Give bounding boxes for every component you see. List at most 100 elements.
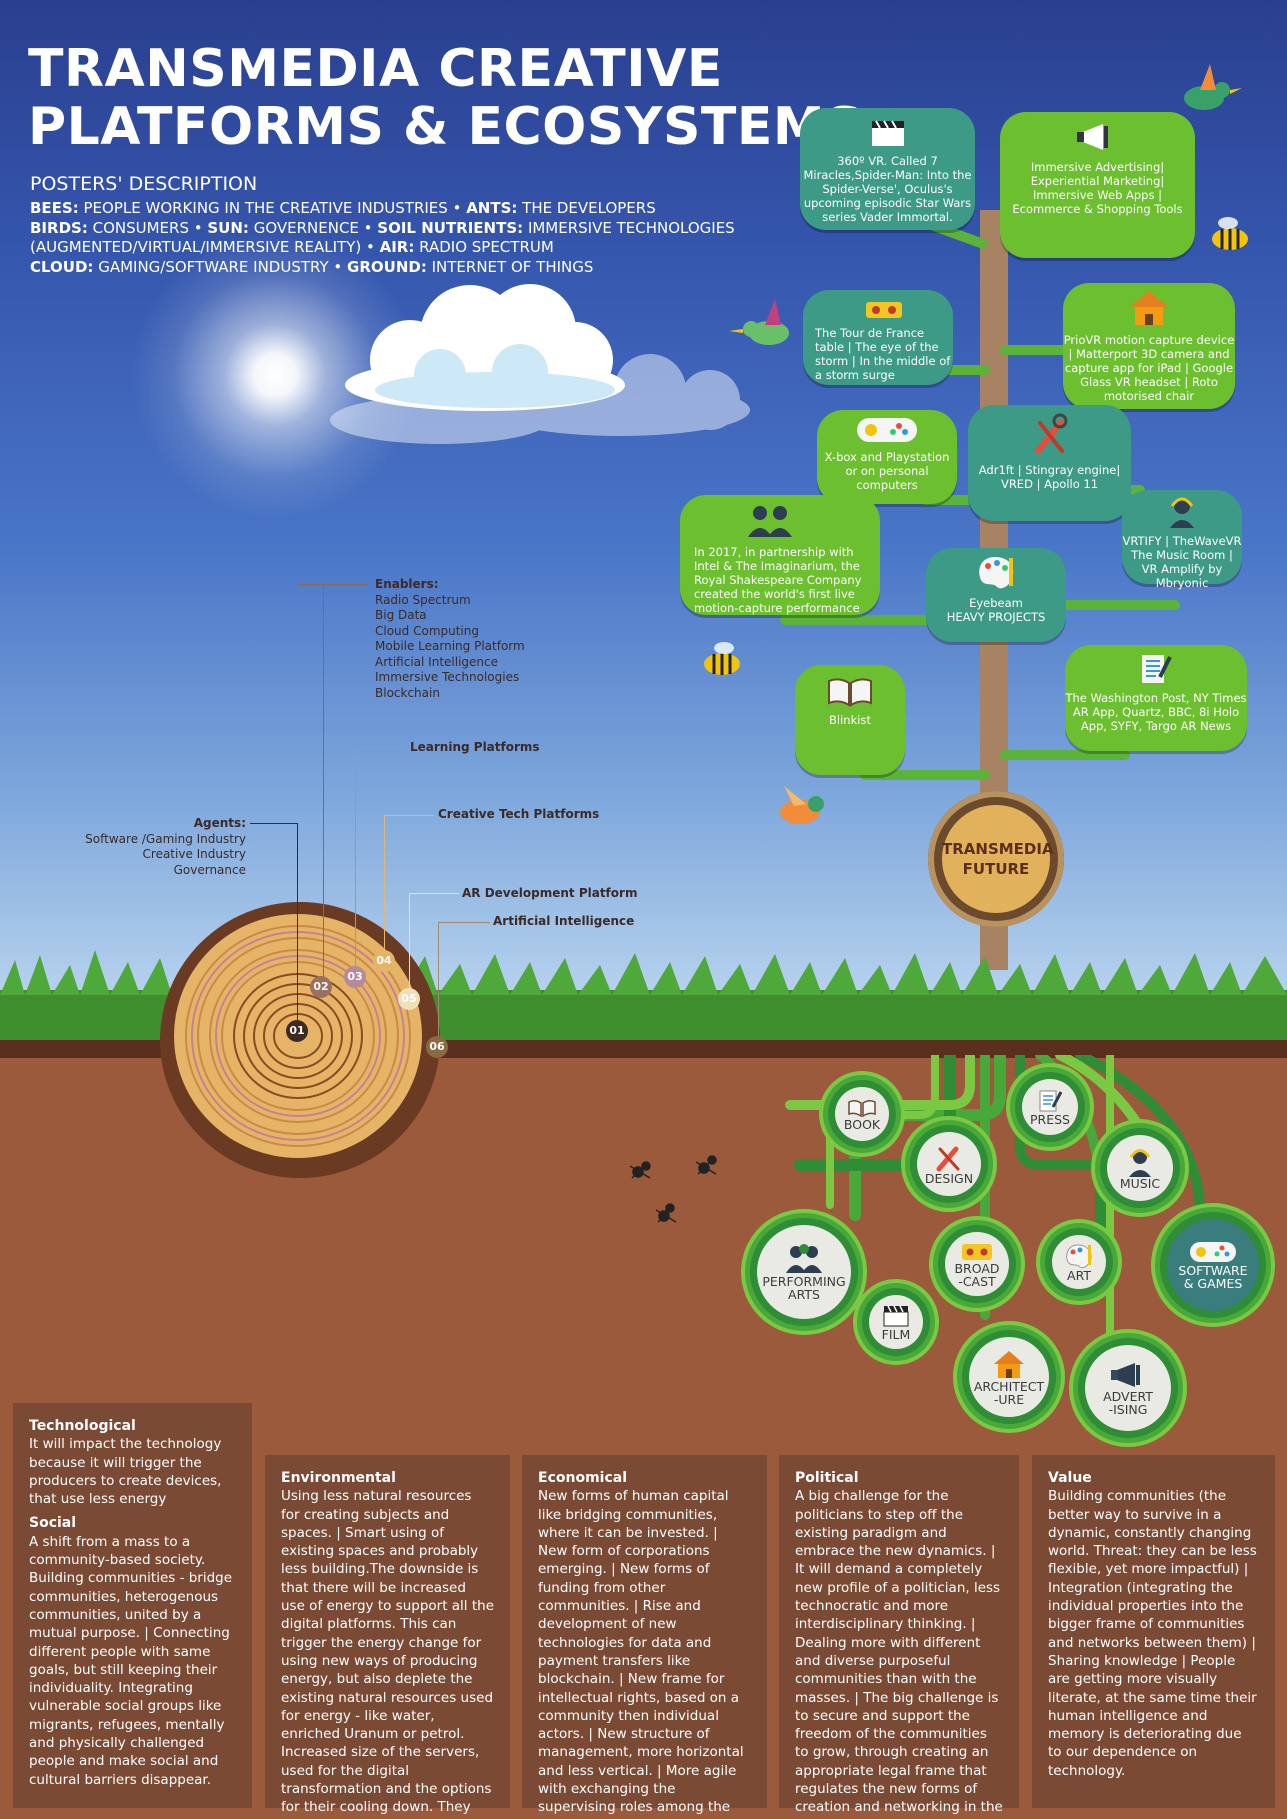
- description-line-2: BIRDS: CONSUMERS • SUN: GOVERNENCE • SOI…: [30, 218, 735, 237]
- bee-icon: [704, 642, 740, 675]
- panel-value: Value Building communities (the better w…: [1032, 1455, 1275, 1808]
- panel-title-technological: Technological: [29, 1418, 136, 1434]
- ring-badge-02: 02: [310, 976, 332, 998]
- leader-line: [438, 922, 440, 1052]
- clapperboard-icon: [883, 1305, 909, 1326]
- tools-icon: [1034, 413, 1067, 454]
- title-line-2: PLATFORMS & ECOSYSTEMS: [28, 97, 864, 157]
- megaphone-icon: [1111, 1363, 1140, 1387]
- description-line-3: (AUGMENTED/VIRTUAL/IMMERSIVE REALITY) • …: [30, 238, 554, 256]
- cloud-icon: [330, 284, 750, 444]
- root-art: ART: [1045, 1228, 1113, 1296]
- panel-title-value: Value: [1048, 1470, 1092, 1486]
- panel-political: Political A big challenge for the politi…: [779, 1455, 1019, 1819]
- leaf-card-rsc: In 2017, in partnership with Intel & The…: [680, 495, 880, 615]
- root-music: MUSIC: [1100, 1128, 1180, 1208]
- tree-branch: [920, 495, 990, 505]
- radio-icon: [962, 1244, 992, 1260]
- panel-title-economical: Economical: [538, 1470, 627, 1486]
- leader-line: [298, 584, 368, 586]
- leader-line: [297, 823, 299, 1033]
- newspaper-icon: [1039, 1090, 1063, 1111]
- leaf-card-advertising: Immersive Advertising| Experiential Mark…: [1000, 112, 1195, 258]
- paint-palette-icon: [1066, 1243, 1092, 1268]
- panel-title-political: Political: [795, 1470, 859, 1486]
- leader-line: [438, 922, 490, 924]
- people-group-icon: [748, 506, 792, 537]
- leaf-card-xbox: X-box and Playstation or on personal com…: [817, 410, 957, 504]
- poster-description: POSTERS' DESCRIPTION BEES: PEOPLE WORKIN…: [30, 173, 750, 277]
- leader-line: [409, 893, 459, 895]
- leader-line: [355, 747, 357, 970]
- bird-icon: [780, 786, 824, 824]
- ring-badge-01: 01: [286, 1020, 308, 1042]
- panel-economical: Economical New forms of human capital li…: [522, 1455, 767, 1819]
- leader-line: [384, 815, 434, 817]
- root-broadcast: BROAD-CAST: [938, 1225, 1016, 1303]
- description-heading: POSTERS' DESCRIPTION: [30, 173, 258, 195]
- panel-body-environmental: Using less natural resources for creatin…: [281, 1488, 495, 1819]
- house-icon: [994, 1351, 1024, 1378]
- root-press: PRESS: [1015, 1072, 1085, 1142]
- leaf-card-adr1ft: Adr1ft | Stingray engine| VRED | Apollo …: [968, 405, 1131, 521]
- radio-icon: [866, 302, 902, 318]
- leaf-card-eyebeam: Eyebeam HEAVY PROJECTS: [926, 548, 1066, 642]
- ring-badge-06: 06: [426, 1036, 448, 1058]
- tree-branch: [1000, 600, 1180, 610]
- leaf-card-washington: The Washington Post, NY Times AR App, Qu…: [1065, 645, 1247, 751]
- bee-icon: [1212, 217, 1248, 250]
- tree-branch: [780, 615, 990, 625]
- leaf-card-blinkist: Blinkist: [795, 665, 905, 775]
- tree-branch: [860, 770, 990, 780]
- paint-palette-icon: [979, 557, 1014, 589]
- panel-environmental: Environmental Using less natural resourc…: [265, 1455, 510, 1819]
- root-advertising: ADVERT-ISING: [1078, 1338, 1178, 1438]
- leaf-card-priovr: PrioVR motion capture device | Matterpor…: [1063, 283, 1235, 409]
- leaf-card-vr: 360º VR. Called 7 Miracles,Spider-Man: I…: [800, 108, 975, 230]
- tree-branch: [1000, 750, 1130, 760]
- newspaper-icon: [1142, 655, 1172, 683]
- panel-title-environmental: Environmental: [281, 1470, 396, 1486]
- people-group-icon: [786, 1244, 822, 1273]
- ring-badge-05: 05: [398, 988, 420, 1010]
- leader-line: [355, 747, 403, 749]
- panel-body-technological: It will impact the technology because it…: [29, 1436, 222, 1508]
- root-book: BOOK: [828, 1080, 896, 1148]
- bird-icon: [729, 299, 789, 345]
- leaf-card-tour: The Tour de France table | The eye of th…: [803, 290, 953, 385]
- open-book-icon: [848, 1099, 876, 1117]
- emblem-line-1: TRANSMEDIA: [942, 840, 1054, 858]
- page-title: TRANSMEDIA CREATIVE PLATFORMS & ECOSYSTE…: [28, 40, 863, 156]
- tree-branch: [930, 365, 990, 375]
- megaphone-icon: [1076, 124, 1108, 150]
- leader-line: [384, 815, 386, 960]
- description-line-1: BEES: PEOPLE WORKING IN THE CREATIVE IND…: [30, 199, 656, 217]
- leader-line: [323, 584, 325, 984]
- ring-badge-03: 03: [344, 966, 366, 988]
- ar-development-label: AR Development Platform: [462, 886, 638, 900]
- creative-tech-label: Creative Tech Platforms: [438, 807, 600, 821]
- leaf-card-vrtify: VRTIFY | TheWaveVR The Music Room | VR A…: [1122, 490, 1242, 590]
- user-headphones-icon: [1129, 1148, 1151, 1177]
- open-book-icon: [828, 678, 872, 707]
- game-controller-icon: [1190, 1242, 1236, 1262]
- game-controller-icon: [857, 418, 917, 442]
- panel-technological-social: Technological It will impact the technol…: [13, 1403, 252, 1808]
- artificial-intelligence-label: Artificial Intelligence: [493, 914, 635, 928]
- panel-body-value: Building communities (the better way to …: [1048, 1488, 1257, 1779]
- root-software-games: SOFTWARE& GAMES: [1160, 1212, 1266, 1318]
- root-design: DESIGN: [910, 1125, 988, 1203]
- leader-line: [250, 823, 298, 825]
- transmedia-future-emblem: TRANSMEDIA FUTURE: [928, 791, 1064, 927]
- user-headphones-icon: [1170, 497, 1194, 528]
- description-line-4: CLOUD: GAMING/SOFTWARE INDUSTRY • GROUND…: [30, 257, 594, 276]
- panel-title-social: Social: [29, 1515, 77, 1532]
- bird-icon: [1184, 64, 1242, 110]
- root-architecture: ARCHITECT-URE: [962, 1330, 1056, 1424]
- root-film: FILM: [862, 1288, 930, 1356]
- title-line-1: TRANSMEDIA CREATIVE: [28, 39, 723, 99]
